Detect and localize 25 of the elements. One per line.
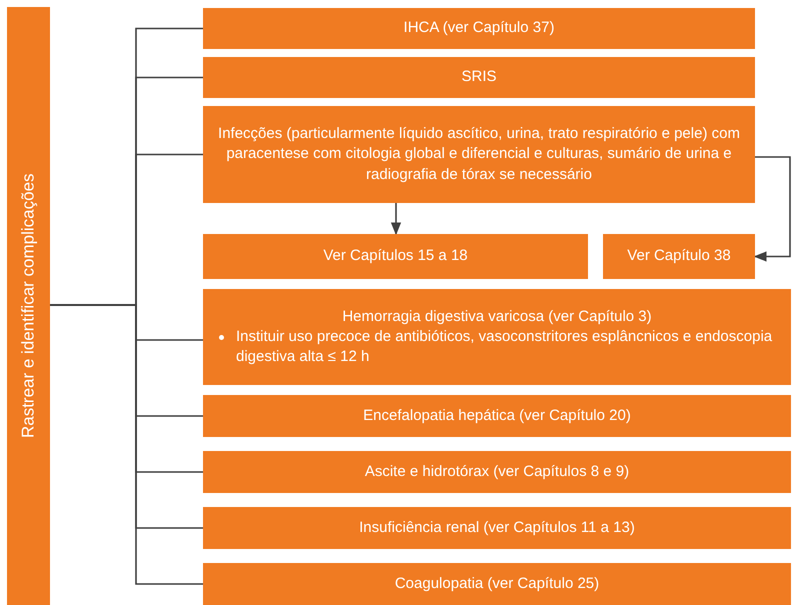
process-box xyxy=(203,507,791,549)
box-label: Ascite e hidrotórax (ver Capítulos 8 e 9) xyxy=(364,462,630,482)
arrow xyxy=(390,203,402,236)
process-box xyxy=(203,563,791,605)
box-label: IHCA (ver Capítulo 37) xyxy=(402,18,556,38)
process-box xyxy=(603,234,755,279)
process-box xyxy=(203,106,755,203)
process-box xyxy=(203,451,791,493)
process-box xyxy=(203,57,755,98)
bullet-text: Instituir uso precoce de antibióticos, vasoconstritores esplâncnicos e endoscopia digestiva alta ≤ 12 h xyxy=(236,326,774,368)
process-box xyxy=(203,289,791,385)
process-box xyxy=(203,395,791,437)
box-label: Ver Capítulo 38 xyxy=(626,246,732,266)
process-box xyxy=(203,234,588,279)
arrow xyxy=(754,156,791,262)
box-label: Insuficiência renal (ver Capítulos 11 a 13) xyxy=(358,518,636,538)
box-label: Encefalopatia hepática (ver Capítulo 20) xyxy=(362,406,632,426)
process-box xyxy=(203,8,755,49)
box-label: Hemorragia digestiva varicosa (ver Capítulo 3) xyxy=(341,306,653,327)
bar-label: Rastrear e identificar complicações xyxy=(18,174,39,438)
box-label: Ver Capítulos 15 a 18 xyxy=(322,246,469,266)
box-label: SRIS xyxy=(460,67,498,88)
box-label: Coagulopatia (ver Capítulo 25) xyxy=(394,574,600,594)
box-label: Infecções (particularmente líquido ascítico, urina, trato respiratório e pele) com paracentese com citologia global e diferencial e culturas, sumário de urina e radiografia de tórax se necessário xyxy=(217,124,741,185)
side-bar xyxy=(7,7,50,605)
